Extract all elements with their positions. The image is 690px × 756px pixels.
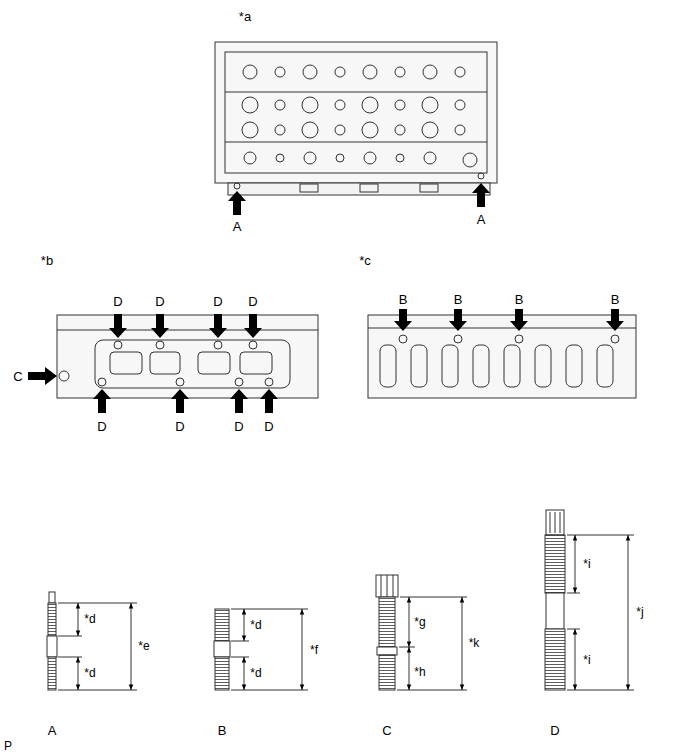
dimension-label: *j	[635, 605, 644, 619]
dimension-label: *h	[413, 665, 426, 679]
callout-letter: C	[381, 723, 392, 738]
callout-letter: D	[247, 294, 258, 309]
callout-letter: C	[12, 369, 23, 384]
callout-letter: B	[610, 292, 621, 307]
callout-letter: A	[232, 219, 243, 234]
dimension-label: *k	[468, 636, 481, 650]
callout-letter: D	[233, 419, 244, 434]
callout-letter: D	[549, 723, 560, 738]
callout-letter: A	[47, 723, 58, 738]
callout-letter: B	[398, 292, 409, 307]
callout-letter: D	[212, 294, 223, 309]
callout-letter: D	[174, 419, 185, 434]
callout-letter: D	[96, 419, 107, 434]
dimension-label: *e	[137, 639, 150, 653]
dimension-label: *i	[582, 557, 591, 571]
dimension-label: *d	[83, 666, 96, 680]
callout-letter: *a	[238, 9, 252, 24]
callout-letter: B	[514, 292, 525, 307]
dimension-label: *i	[582, 653, 591, 667]
dimension-label: *d	[83, 612, 96, 626]
dimension-label: *d	[249, 666, 262, 680]
callout-letter: B	[217, 723, 228, 738]
dimension-label: *f	[309, 643, 319, 657]
callout-letter: D	[154, 294, 165, 309]
callout-letter: *c	[358, 253, 372, 268]
callout-letter: A	[476, 212, 487, 227]
dimension-label: *d	[249, 618, 262, 632]
dimension-label: *g	[413, 615, 426, 629]
callout-letter: B	[453, 292, 464, 307]
dimension-label: P	[3, 739, 13, 753]
callout-letter: D	[112, 294, 123, 309]
callout-letter: D	[263, 419, 274, 434]
callout-letter: *b	[40, 253, 54, 268]
